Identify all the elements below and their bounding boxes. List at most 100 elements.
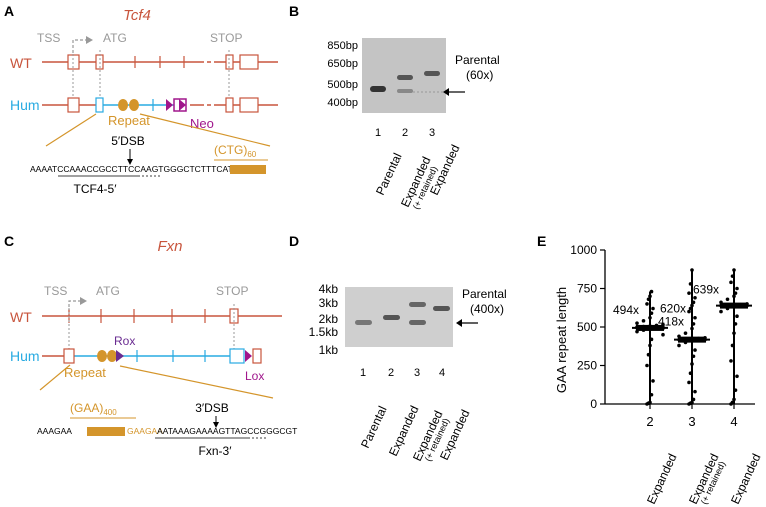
panel-e-letter: E	[537, 233, 546, 249]
tss-label: TSS	[44, 284, 67, 298]
data-point	[693, 315, 697, 320]
dsb-label: 3′DSB	[195, 401, 229, 415]
guide-label: Fxn-3′	[199, 444, 233, 458]
data-point	[735, 314, 739, 319]
lane-number: 2	[402, 127, 408, 139]
fxn-gene-title: Fxn	[157, 238, 182, 255]
panel-a: A Tcf4 TSS ATG STOP WT Hum	[4, 3, 278, 196]
data-point	[687, 291, 691, 295]
lane-label: Parental	[373, 151, 405, 197]
lane-number: 4	[439, 367, 445, 379]
wt-label: WT	[10, 55, 32, 71]
gel-band	[355, 320, 372, 325]
data-point	[725, 297, 730, 302]
data-point	[651, 379, 655, 383]
tss-label: TSS	[37, 31, 60, 45]
lox-triangle	[245, 350, 252, 362]
ladder-label: 1.5kb	[309, 325, 339, 339]
panel-d-letter: D	[289, 233, 299, 249]
seq-line: AAAGAA	[37, 426, 72, 436]
ladder-label: 2kb	[319, 312, 339, 326]
x-tick-label: 2	[646, 414, 653, 429]
wt-exon	[239, 54, 259, 70]
stop-label: STOP	[210, 31, 242, 45]
panel-a-letter: A	[4, 3, 14, 19]
x-category-label: Expanded	[728, 451, 764, 506]
tcf4-gene-title: Tcf4	[123, 7, 151, 24]
lane-label: Parental	[358, 404, 390, 450]
repeat-label: Repeat	[108, 113, 150, 128]
gel-band	[433, 306, 450, 311]
gel-band	[409, 302, 426, 307]
ctg-label: (CTG)60	[214, 143, 257, 159]
data-point	[661, 332, 665, 337]
lane-number: 3	[414, 367, 420, 379]
median-label: 418x	[658, 315, 684, 329]
repeat-label: Repeat	[64, 365, 106, 380]
lane-number: 1	[360, 367, 366, 379]
seq-tail: AATAAAGAAAAGTTAGCCGGGCGT	[157, 426, 297, 436]
rox-label: Rox	[114, 334, 135, 348]
ladder-label: 4kb	[319, 282, 339, 296]
ladder-label: 400bp	[327, 97, 358, 109]
y-tick-label: 500	[577, 320, 597, 334]
hum-label: Hum	[10, 97, 40, 113]
stop-label: STOP	[216, 284, 248, 298]
y-tick-label: 250	[577, 359, 597, 373]
lane-number: 1	[375, 127, 381, 139]
median-label: 639x	[693, 283, 719, 297]
panel-b-letter: B	[289, 3, 299, 19]
ladder-label: 3kb	[319, 296, 339, 310]
data-point	[645, 363, 649, 368]
wt-label: WT	[10, 309, 32, 325]
data-point	[683, 331, 688, 335]
parental-note: Parental	[462, 287, 507, 301]
repeat-bead	[129, 99, 139, 111]
panel-c-letter: C	[4, 233, 14, 249]
seq-line: AAAATCCAAACCGCCTTCCAAGTGGGCTCTTTCATGCTG	[30, 164, 257, 174]
data-point	[645, 302, 649, 306]
data-point	[719, 309, 723, 314]
data-point	[729, 359, 733, 363]
atg-label: ATG	[96, 284, 120, 298]
ctg-block	[230, 165, 266, 174]
parental-note: Parental	[455, 53, 500, 67]
lane-number: 3	[429, 127, 435, 139]
loxp-triangle	[166, 99, 173, 111]
data-point	[687, 380, 691, 385]
gel-b-ladder: 850bp 650bp 500bp 400bp	[327, 40, 358, 109]
data-point	[651, 306, 655, 311]
data-point	[729, 280, 733, 285]
data-point	[735, 286, 739, 291]
gaa-block	[87, 427, 125, 436]
y-tick-label: 0	[590, 397, 597, 411]
y-axis-label: GAA repeat length	[554, 287, 569, 393]
hum-label: Hum	[10, 348, 40, 364]
gel-band	[424, 71, 440, 76]
dsb-label: 5′DSB	[111, 134, 145, 148]
repeat-bead	[107, 350, 117, 362]
parental-note-size: (400x)	[470, 302, 504, 316]
guide-label: TCF4-5′	[74, 182, 118, 196]
atg-label: ATG	[103, 31, 127, 45]
x-tick-label: 4	[730, 414, 737, 429]
median-label: 494x	[613, 303, 639, 317]
ladder-label: 1kb	[319, 343, 339, 357]
data-point	[693, 389, 697, 394]
rox-triangle	[116, 350, 124, 362]
data-point	[693, 348, 697, 352]
lox-label: Lox	[245, 369, 264, 383]
data-point	[641, 319, 646, 323]
gel-band	[397, 89, 413, 93]
panel-c: C Fxn TSS ATG STOP WT Hum Rox Lox Repeat	[4, 233, 297, 458]
parental-note-size: (60x)	[466, 68, 493, 82]
tss-arrow-head	[86, 36, 93, 44]
ladder-label: 500bp	[327, 79, 358, 91]
gel-band	[409, 320, 426, 325]
x-category-label: Expanded	[644, 451, 680, 506]
gel-band	[397, 75, 413, 80]
panel-d: D 4kb 3kb 2kb 1.5kb 1kb Parental (400x) …	[289, 233, 507, 463]
